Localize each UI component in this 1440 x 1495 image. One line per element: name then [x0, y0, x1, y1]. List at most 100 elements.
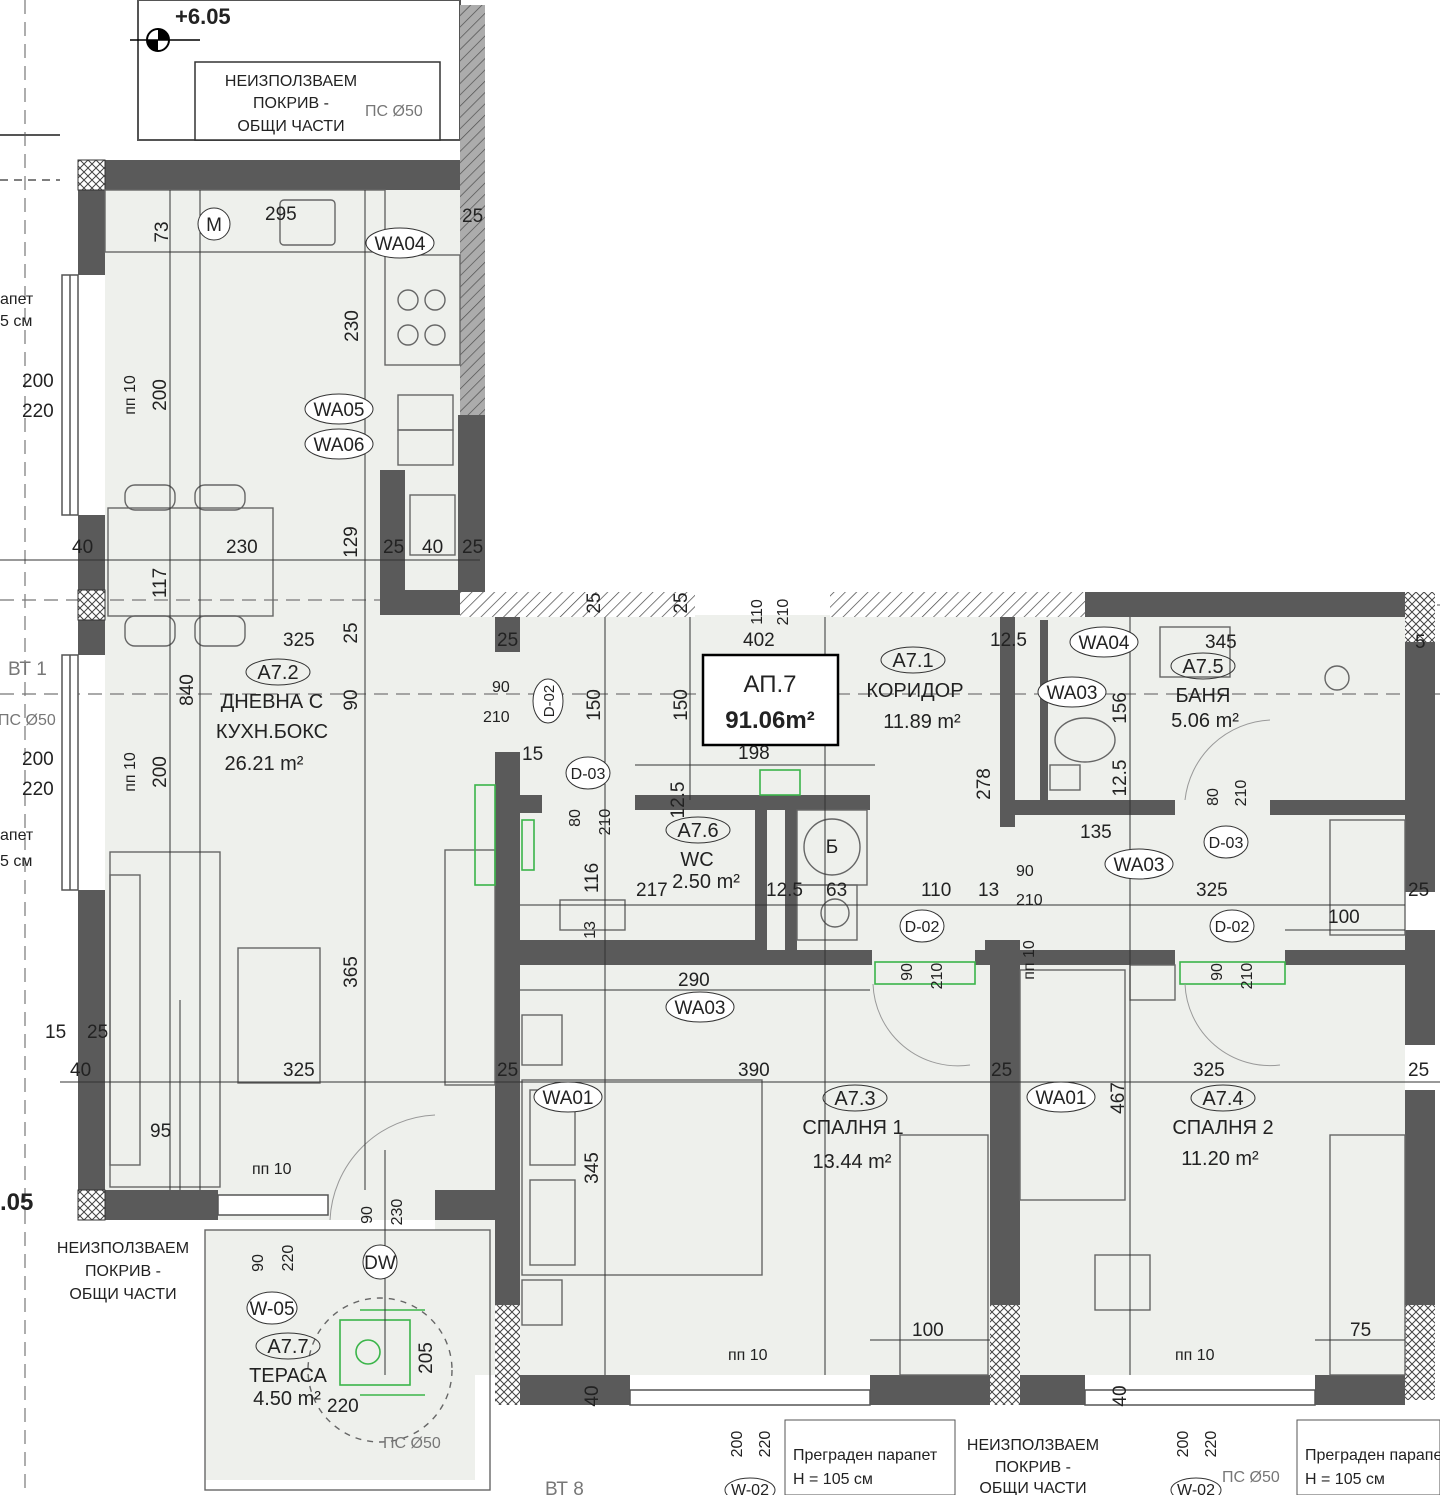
dim-pp10-terrace: пп 10	[252, 1161, 292, 1178]
element-tags: WA04 WA05 WA06 WA04 WA03 WA03 WA03 WA01 …	[8, 207, 1255, 1495]
dim-15-left: 15	[45, 1022, 66, 1043]
dim-325-living: 325	[283, 630, 315, 651]
dim-13-corridor: 13	[978, 880, 999, 901]
dim-210-hall: 210	[775, 599, 792, 626]
dim-365: 365	[341, 956, 362, 988]
roof-bottom-ps: ПС Ø50	[1222, 1469, 1280, 1486]
dim-10-d02: пп 10	[1021, 940, 1038, 980]
tag-d02-bedroom1: D-02	[905, 919, 940, 936]
tag-d02-living: D-02	[541, 685, 558, 718]
dim-13-wc: 13	[582, 921, 599, 939]
dim-90-living: 90	[341, 689, 362, 710]
dim-40-bottom-a: 40	[582, 1385, 603, 1406]
dim-73: 73	[152, 221, 173, 242]
dim-295: 295	[265, 204, 297, 225]
room-area-a7-3: 13.44 m²	[813, 1151, 892, 1173]
tag-d02-bedroom2: D-02	[1215, 919, 1250, 936]
room-code-a7-4: A7.4	[1202, 1088, 1243, 1110]
tag-wa05: WA05	[313, 400, 364, 421]
dim-pp10-bed2: пп 10	[1175, 1347, 1215, 1364]
dim-12-5-bath-b: 12.5	[1110, 760, 1131, 797]
dim-325-living-b: 325	[283, 1060, 315, 1081]
door-swings	[329, 719, 1281, 1221]
dim-12-5-bath-a: 12.5	[990, 630, 1027, 651]
dim-80-bath: 80	[1205, 788, 1222, 806]
dim-25-niche-a: 25	[383, 537, 404, 558]
left-ps: ПС Ø50	[0, 712, 56, 729]
dim-150-a: 150	[584, 689, 605, 721]
tag-wa01-bedroom2: WA01	[1035, 1088, 1086, 1109]
tag-b: Б	[826, 837, 838, 858]
dim-200-left-top: 200	[22, 371, 54, 392]
dim-200-bottom-a: 200	[729, 1431, 746, 1458]
dim-210-d02-b: 210	[1239, 963, 1256, 990]
room-name-a7-2-line2: КУХН.БОКС	[216, 721, 328, 743]
room-name-a7-3: СПАЛНЯ 1	[802, 1117, 903, 1139]
level-value: +6.05	[175, 4, 231, 29]
room-name-a7-4: СПАЛНЯ 2	[1172, 1117, 1273, 1139]
room-area-a7-1: 11.89 m²	[883, 711, 961, 733]
dim-75: 75	[1350, 1320, 1371, 1341]
dim-345-bed1: 345	[582, 1152, 603, 1184]
dim-840: 840	[177, 674, 198, 706]
parapet-height-2: Н = 105 см	[1305, 1471, 1385, 1488]
walls	[78, 5, 1435, 1405]
accessible-fixtures	[339, 769, 1286, 1396]
dim-217: 217	[636, 880, 668, 901]
dim-278: 278	[974, 768, 995, 800]
dim-210-corridor: 210	[1016, 892, 1043, 909]
roof-left-line3: ОБЩИ ЧАСТИ	[69, 1286, 176, 1303]
dim-210-door: 210	[483, 709, 510, 726]
dim-25-left: 25	[87, 1022, 108, 1043]
roof-bottom-line1: НЕИЗПОЛЗВАЕМ	[967, 1437, 1099, 1454]
tag-w05: W-05	[249, 1299, 294, 1320]
room-name-a7-1: КОРИДОР	[866, 680, 963, 702]
dim-25-right-b: 25	[1408, 1060, 1429, 1081]
dim-345-bath: 345	[1205, 632, 1237, 653]
tag-d03-bath: D-03	[1209, 835, 1244, 852]
room-area-a7-7: 4.50 m²	[253, 1388, 321, 1410]
room-code-a7-3: A7.3	[834, 1088, 875, 1110]
tag-wa04-kitchen: WA04	[374, 234, 425, 255]
roof-left-line1: НЕИЗПОЛЗВАЕМ	[57, 1240, 189, 1257]
parapet-label-2: Преграден парапет	[1305, 1447, 1440, 1464]
room-name-a7-6: WC	[680, 849, 713, 871]
parapet-notes: Преграден парапет Н = 105 см Преграден п…	[0, 291, 1440, 1495]
parapet-left-b: 5 см	[0, 313, 32, 330]
dim-129: 129	[341, 526, 362, 558]
room-labels: A7.1 КОРИДОР 11.89 m² A7.2 ДНЕВНА С КУХН…	[216, 646, 1274, 1410]
dim-156: 156	[1110, 692, 1131, 724]
level-marker: +6.05 .05	[0, 4, 231, 1216]
dim-117: 117	[150, 568, 171, 598]
dim-390: 390	[738, 1060, 770, 1081]
dim-467: 467	[1108, 1082, 1129, 1114]
room-code-a7-1: A7.1	[892, 650, 933, 672]
dim-25-right-a: 25	[1408, 880, 1429, 901]
tag-wa03-corridor: WA03	[1113, 855, 1164, 876]
tag-w02-right: W-02	[1177, 1482, 1215, 1495]
parapet-height-1: Н = 105 см	[793, 1471, 873, 1488]
dim-230-kitchen: 230	[342, 310, 363, 342]
dim-25-top-right: 25	[462, 206, 483, 227]
apartment-area: 91.06m²	[725, 707, 814, 734]
dim-5: 5	[1415, 632, 1426, 653]
room-area-a7-2: 26.21 m²	[225, 753, 304, 775]
dim-220-left-mid: 220	[22, 779, 54, 800]
dim-230-dining: 230	[226, 537, 258, 558]
dim-40-niche: 40	[422, 537, 443, 558]
dim-325-bed2: 325	[1193, 1060, 1225, 1081]
tag-bt8: ВТ 8	[545, 1479, 584, 1495]
tag-wa03-bedroom: WA03	[674, 998, 725, 1019]
parapet-left-c: апет	[0, 827, 34, 844]
roof-left-line2: ПОКРИВ -	[85, 1263, 161, 1280]
dim-25-hall-c: 25	[497, 630, 518, 651]
dim-200-bottom-b: 200	[1175, 1431, 1192, 1458]
dim-100-bed1: 100	[912, 1320, 944, 1341]
dim-110-hall: 110	[749, 599, 766, 625]
tag-wa01-bedroom1: WA01	[542, 1088, 593, 1109]
roof-top-ps: ПС Ø50	[365, 103, 423, 120]
parapet-left-d: 5 см	[0, 853, 32, 870]
tag-d03-wc: D-03	[571, 766, 606, 783]
tag-wa06: WA06	[313, 435, 364, 456]
